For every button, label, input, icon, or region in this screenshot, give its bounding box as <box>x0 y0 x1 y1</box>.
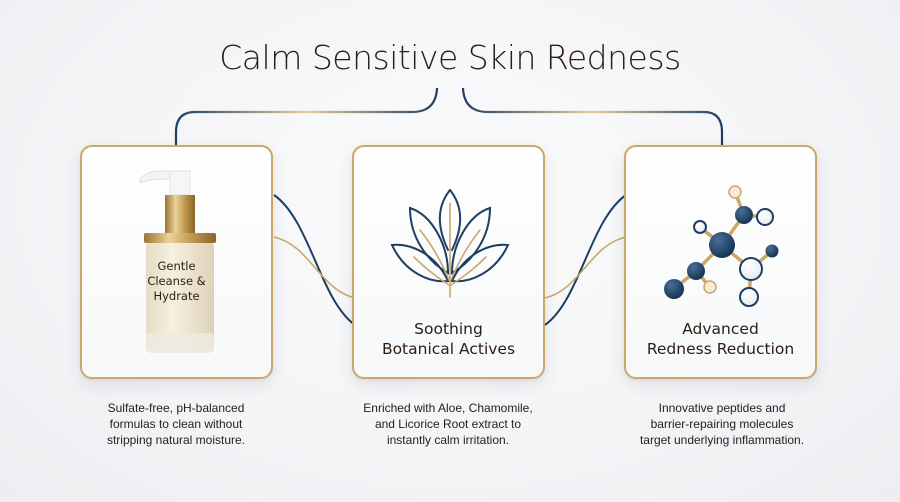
description-gentle-cleanse: Sulfate-free, pH-balanced formulas to cl… <box>106 401 246 447</box>
molecule-icon <box>664 185 779 307</box>
card-soothing-botanical: Soothing Botanical Actives <box>352 145 545 379</box>
card-advanced-redness: Advanced Redness Reduction <box>624 145 817 379</box>
card-gentle-cleanse: Gentle Cleanse & Hydrate <box>80 145 273 379</box>
cleanser-bottle-icon <box>139 170 216 353</box>
bottle-label: Gentle Cleanse & Hydrate <box>147 259 206 303</box>
botanical-leaves-icon <box>390 189 510 298</box>
card-label: Advanced Redness Reduction <box>646 320 795 358</box>
description-advanced-redness: Innovative peptides and barrier-repairin… <box>639 401 805 447</box>
description-soothing-botanical: Enriched with Aloe, Chamomile, and Licor… <box>363 401 533 447</box>
card-label: Soothing Botanical Actives <box>381 320 516 358</box>
page-title: Calm Sensitive Skin Redness <box>219 38 681 77</box>
